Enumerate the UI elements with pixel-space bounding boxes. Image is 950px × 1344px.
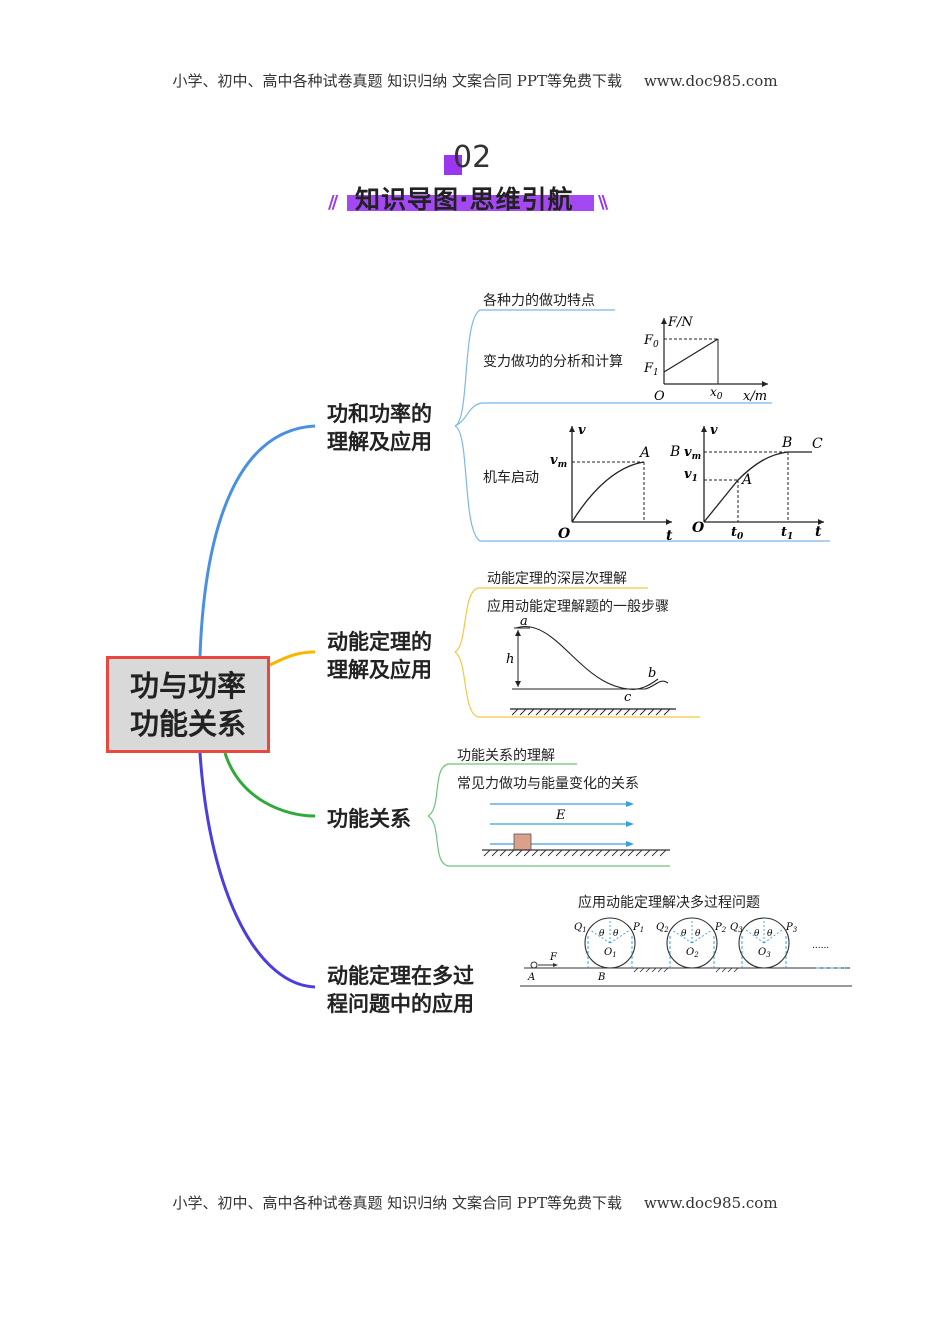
branch2-brace-top	[454, 587, 648, 653]
svg-text:Q3: Q3	[730, 922, 743, 934]
branch1-connector	[198, 424, 316, 657]
svg-text:θ: θ	[681, 929, 687, 939]
svg-text:θ: θ	[599, 929, 605, 939]
branch4-connector	[198, 752, 316, 989]
section-title: 知识导图·思维引航	[355, 185, 574, 214]
svg-text:t: t	[666, 528, 673, 543]
svg-text:t0: t0	[731, 525, 744, 542]
branch4-line1: 动能定理在多过	[327, 964, 474, 988]
svg-text:F0: F0	[643, 333, 659, 350]
svg-text:P1: P1	[632, 922, 644, 934]
branch-work-power: 功和功率的 理解及应用	[327, 400, 432, 456]
section-number: 02	[453, 140, 492, 175]
svg-text:O2: O2	[686, 947, 699, 959]
svg-text:b: b	[648, 666, 656, 681]
svg-text:a: a	[520, 615, 528, 629]
leaf-general-steps: 应用动能定理解题的一般步骤	[487, 599, 669, 615]
svg-text:F1: F1	[643, 361, 659, 378]
svg-text:A: A	[638, 445, 650, 461]
svg-text:x/m: x/m	[743, 389, 767, 404]
svg-text:θ: θ	[767, 929, 773, 939]
branch-work-energy: 功能关系	[327, 805, 411, 833]
branch-multi-process: 动能定理在多过 程问题中的应用	[327, 962, 474, 1018]
root-line1: 功与功率	[129, 668, 246, 703]
svg-text:O3: O3	[758, 947, 771, 959]
mindmap-root: 功与功率 功能关系	[106, 656, 270, 753]
branch1-brace-top	[454, 309, 615, 427]
svg-text:Q2: Q2	[656, 922, 669, 934]
svg-text:C: C	[812, 436, 823, 452]
svg-text:F/N: F/N	[667, 315, 693, 330]
right-slash-decoration: \\	[598, 192, 608, 213]
svg-text:A: A	[527, 972, 535, 983]
branch1-brace-bottom	[454, 425, 830, 542]
footer-url[interactable]: www.doc985.com	[643, 1194, 778, 1212]
svg-text:v: v	[710, 423, 718, 438]
svg-text:h: h	[506, 652, 514, 667]
footer-text: 小学、初中、高中各种试卷真题 知识归纳 文案合同 PPT等免费下载	[172, 1194, 622, 1212]
leaf-variable-force: 变力做功的分析和计算	[483, 354, 623, 370]
vt-graph-constant-acceleration: v B vm v1 A B C O t0 t1 t	[670, 423, 824, 542]
svg-text:A: A	[740, 472, 752, 488]
svg-text:t: t	[815, 524, 822, 540]
svg-text:B: B	[670, 444, 680, 460]
leaf-multi-process: 应用动能定理解决多过程问题	[578, 895, 760, 911]
root-line2: 功能关系	[129, 706, 246, 741]
svg-text:c: c	[624, 690, 632, 705]
branch3-brace-top	[427, 763, 577, 817]
leaf-relation-understanding: 功能关系的理解	[457, 748, 555, 764]
svg-text:......: ......	[812, 941, 829, 951]
svg-text:Q1: Q1	[574, 922, 587, 934]
svg-text:P3: P3	[785, 922, 798, 934]
svg-text:O: O	[654, 389, 665, 404]
page-footer: 小学、初中、高中各种试卷真题 知识归纳 文案合同 PPT等免费下载 www.doc…	[0, 1192, 950, 1213]
electric-field-diagram: E	[482, 801, 670, 857]
svg-text:E: E	[555, 808, 566, 823]
branch1-line2: 理解及应用	[327, 430, 432, 454]
svg-text:θ: θ	[754, 929, 760, 939]
svg-text:B: B	[597, 972, 605, 983]
svg-text:t1: t1	[781, 525, 793, 542]
branch2-line1: 动能定理的	[327, 630, 432, 654]
svg-text:F: F	[549, 952, 558, 963]
svg-text:θ: θ	[695, 929, 701, 939]
section-title-highlight	[347, 195, 594, 211]
leaf-vehicle-start: 机车启动	[483, 470, 539, 486]
branch3-connector	[223, 752, 316, 818]
page-header: 小学、初中、高中各种试卷真题 知识归纳 文案合同 PPT等免费下载 www.doc…	[0, 70, 950, 91]
svg-text:v: v	[578, 423, 586, 438]
loop-track-diagram: F A B Q1 P1 O1 θ θ Q2 P2 O2 θ θ Q3 P3 O3…	[520, 917, 852, 987]
header-url[interactable]: www.doc985.com	[643, 72, 778, 90]
svg-text:vm: vm	[550, 453, 567, 470]
svg-text:vm: vm	[684, 445, 701, 462]
svg-text:O: O	[558, 526, 571, 542]
branch3-line1: 功能关系	[327, 807, 411, 831]
leaf-force-work: 各种力的做功特点	[483, 293, 595, 309]
svg-text:O1: O1	[604, 947, 617, 959]
header-text: 小学、初中、高中各种试卷真题 知识归纳 文案合同 PPT等免费下载	[172, 72, 622, 90]
branch3-brace-bottom	[427, 815, 670, 867]
branch2-line2: 理解及应用	[327, 658, 432, 682]
svg-text:θ: θ	[613, 929, 619, 939]
svg-text:x0: x0	[710, 385, 723, 402]
section-number-accent	[444, 155, 462, 175]
svg-text:B: B	[781, 435, 792, 451]
leaf-deep-understanding: 动能定理的深层次理解	[487, 571, 627, 587]
branch1-brace-mid	[454, 402, 772, 427]
leaf-common-forces: 常见力做功与能量变化的关系	[457, 776, 639, 792]
svg-text:v1: v1	[684, 467, 698, 484]
svg-text:P2: P2	[714, 922, 727, 934]
slope-diagram: a h b c	[506, 615, 676, 716]
branch-kinetic-energy: 动能定理的 理解及应用	[327, 628, 432, 684]
vt-graph-constant-power: v vm A O t	[550, 423, 673, 543]
branch4-line2: 程问题中的应用	[327, 992, 474, 1016]
branch2-brace-bottom	[454, 651, 700, 718]
fx-graph: F/N F0 F1 O x0 x/m	[643, 315, 768, 404]
branch2-connector	[269, 650, 316, 667]
left-slash-decoration: //	[328, 192, 338, 213]
branch1-line1: 功和功率的	[327, 402, 432, 426]
svg-text:O: O	[692, 520, 705, 536]
